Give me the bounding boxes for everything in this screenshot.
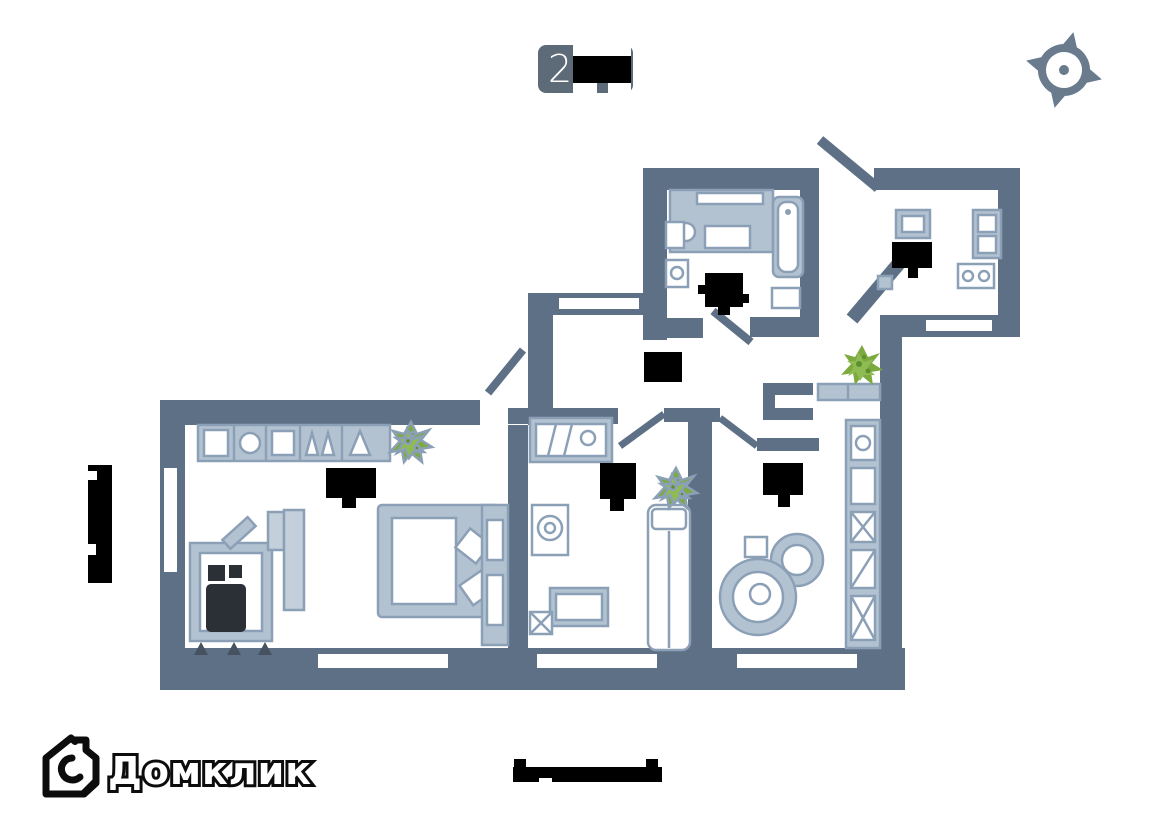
wall-hall-left	[528, 293, 553, 425]
pillow	[650, 507, 688, 531]
hallway-area-label-redacted	[644, 352, 682, 382]
window-entrance	[926, 320, 992, 331]
badge-redaction-white	[573, 44, 631, 57]
room-bedroom	[528, 416, 699, 652]
bedroom-door-leaf	[617, 411, 667, 449]
round-chairs	[718, 532, 825, 637]
pouf	[876, 274, 894, 291]
plant-icon	[388, 420, 434, 464]
fridge-icon	[202, 428, 230, 458]
entrance-area-label-redacted	[892, 242, 932, 278]
wall-entrance-diagonal	[846, 256, 907, 324]
rooms-count-badge: 2	[538, 44, 633, 94]
plant-icon	[841, 345, 883, 385]
cushion	[208, 565, 225, 581]
bed	[646, 503, 692, 652]
living-area-label-redacted	[326, 468, 376, 508]
wall-ticks	[194, 642, 272, 655]
armchair-dark	[206, 584, 246, 632]
shower-tray	[770, 286, 802, 310]
rooms-count: 2	[548, 47, 573, 91]
wall-living-bedroom	[508, 425, 528, 655]
walls	[160, 136, 1020, 690]
wall-niche-bottom	[763, 408, 813, 420]
wall-niche-top	[763, 383, 813, 395]
floor-lamp	[220, 515, 258, 551]
wall-second-room-top	[757, 438, 819, 451]
compass-icon	[1026, 32, 1102, 108]
living-door-leaf	[484, 347, 527, 396]
room-second	[718, 382, 882, 650]
hall-wardrobe	[971, 208, 1003, 260]
brand-logo: Домклик	[42, 734, 314, 798]
wardrobe-column	[844, 418, 882, 650]
stool	[528, 610, 554, 636]
wardrobe	[528, 416, 614, 464]
sofa-group	[188, 515, 274, 643]
bedroom-area-label-redacted	[600, 463, 636, 511]
tv	[266, 510, 286, 552]
bathroom-area-label-redacted	[698, 273, 749, 315]
towel-rail	[664, 220, 686, 250]
house-icon	[42, 734, 100, 798]
window-second-room	[737, 654, 857, 668]
room-hallway	[644, 345, 883, 385]
window-living	[318, 654, 448, 668]
side-label-redacted	[88, 465, 112, 583]
kitchen-counter	[196, 423, 392, 463]
bathtub	[771, 195, 805, 279]
room-entrance	[876, 208, 1003, 291]
shoe-bench	[956, 262, 996, 290]
clothes-rack	[530, 503, 570, 557]
wall-bedroom-secondroom	[688, 422, 712, 655]
wall-bathroom-top	[643, 168, 819, 190]
dining-table	[376, 503, 502, 619]
badge-redaction-black	[573, 56, 631, 83]
window-left	[164, 468, 177, 572]
vanity-counter	[668, 188, 775, 254]
wall-door-column	[664, 408, 720, 422]
room-bathroom	[664, 188, 805, 315]
badge-redaction-white	[573, 83, 597, 94]
wall-entrance-right	[998, 168, 1020, 337]
wall-living-top	[160, 400, 480, 425]
wall-bathroom-right	[800, 188, 819, 337]
side-table	[743, 535, 769, 559]
cabinet	[894, 208, 932, 240]
tv-console	[282, 508, 306, 612]
brand-logo-text: Домклик	[108, 749, 312, 793]
badge-redaction-white	[608, 83, 631, 94]
bookshelf	[480, 503, 510, 647]
window-bedroom	[537, 654, 657, 668]
sink-icon	[238, 431, 262, 455]
entrance-door-leaf	[816, 136, 882, 192]
room-kitchen-living	[188, 420, 510, 647]
second-room-door-leaf	[717, 415, 760, 449]
wall-bathroom-bottom-left	[643, 318, 703, 338]
bathroom-door-leaf	[710, 307, 754, 346]
washing-machine	[664, 258, 690, 289]
wall-entrance-top	[874, 168, 1020, 190]
window-hall	[559, 298, 639, 309]
stove-icon	[304, 428, 320, 457]
second-room-area-label-redacted	[763, 463, 803, 507]
dresser	[548, 586, 610, 628]
wall-right-outer	[880, 315, 902, 690]
